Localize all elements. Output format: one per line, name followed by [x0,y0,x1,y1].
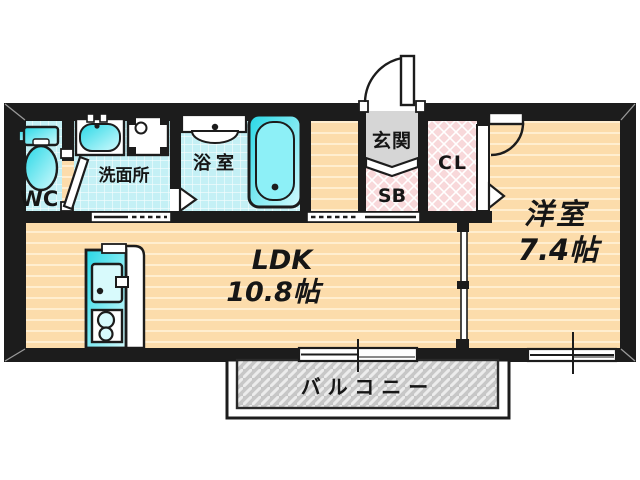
washroom-sliding-door [90,211,172,223]
western-room-size-label: 7.4帖 [518,233,603,267]
wc-door [60,148,90,212]
entrance-label: 玄関 [372,129,412,152]
room-entrance [366,111,418,168]
western-room-door [481,111,525,157]
entrance-door [358,54,426,113]
entrance-threshold [366,103,418,113]
bathtub-icon [247,113,303,209]
western-room-label: 洋室 [524,197,590,231]
bathroom-folding-door [170,185,198,214]
bath-counter-icon [180,113,248,144]
window-western-room [526,332,618,374]
toilet-icon [18,125,60,192]
ldk-label: LDK [252,245,315,276]
kitchen-sink-icon [90,262,129,304]
balcony [225,358,511,420]
closet-folding-door [476,124,506,212]
closet-label: CL [438,152,468,174]
hall-sliding-door [306,211,421,223]
kitchen-icon [84,243,146,350]
wc-label: WC [20,187,59,211]
wall-miter-lines [4,103,636,362]
partition-ldk-western [456,223,469,349]
vanity-sink-icon [74,113,126,157]
washer-pan-icon [126,115,170,157]
shoe-box-label: SB [378,185,406,207]
balcony-label: バルコニー [301,375,436,399]
kitchen-stove-icon [90,308,124,344]
room-closet [428,111,477,213]
ldk-size-label: 10.8帖 [226,277,324,308]
window-ldk-balcony [297,339,419,372]
bathroom-label: 浴室 [193,152,239,174]
washroom-label: 洗面所 [99,165,150,186]
